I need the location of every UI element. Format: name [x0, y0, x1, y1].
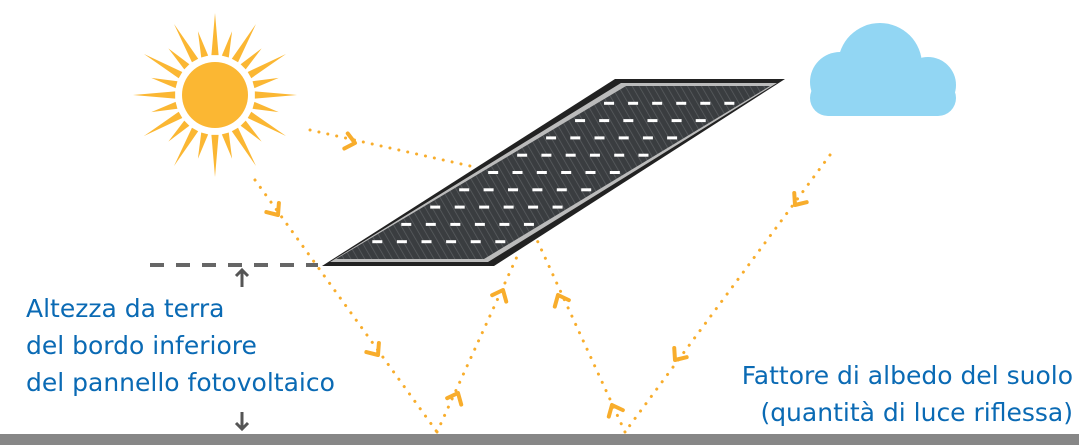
sun-ray [174, 23, 199, 63]
sun-ray [252, 101, 279, 113]
sun-ray [197, 31, 209, 58]
ray-arrow-icon [264, 201, 281, 217]
sun-ray [143, 111, 183, 136]
ray-arrow-icon [445, 391, 464, 407]
light-ray [623, 153, 832, 434]
albedo-label: Fattore di albedo del suolo (quantità di… [742, 357, 1073, 431]
light-ray [535, 238, 627, 434]
sun-ray [221, 31, 233, 58]
sun-ray [254, 91, 297, 99]
sun-ray [151, 101, 178, 113]
panel-height-label-line: Altezza da terra [26, 294, 225, 323]
sun-ray [240, 120, 262, 142]
sun-ray [221, 132, 233, 159]
sun-ray [247, 54, 287, 79]
ray-arrow-icon [792, 191, 809, 207]
ray-arrow-icon [552, 293, 571, 309]
sun-ray [133, 91, 176, 99]
panel-height-label-line: del pannello fotovoltaico [26, 368, 335, 397]
ray-arrow-icon [672, 346, 689, 362]
sun-ray [211, 134, 219, 177]
ray-arrow-icon [364, 341, 381, 357]
light-rays [253, 128, 832, 434]
sun-ray [231, 23, 256, 63]
light-ray [435, 248, 522, 434]
sun-ray [143, 54, 183, 79]
ground [0, 434, 1079, 445]
albedo-label-line: Fattore di albedo del suolo [741, 361, 1073, 390]
ray-arrow-icon [606, 403, 625, 419]
sun-icon [133, 13, 297, 177]
sun-ray [211, 13, 219, 56]
sun-ray [247, 111, 287, 136]
sun-ray [231, 127, 256, 167]
arrow-up-icon [234, 267, 250, 287]
sun-ray [168, 120, 190, 142]
light-ray [308, 128, 472, 168]
ray-arrow-icon [490, 288, 509, 304]
arrow-down-icon [234, 412, 250, 432]
solar-panel-icon [322, 79, 785, 266]
sun-ray [252, 77, 279, 89]
panel-height-label-line: del bordo inferiore [26, 331, 257, 360]
cloud-icon [810, 23, 956, 116]
albedo-label-line: (quantità di luce riflessa) [760, 398, 1073, 427]
sun-ray [151, 77, 178, 89]
sun-core [182, 62, 248, 128]
sun-ray [197, 132, 209, 159]
sun-ray [174, 127, 199, 167]
sun-ray [240, 48, 262, 70]
light-ray [253, 178, 439, 434]
panel-height-label: Altezza da terra del bordo inferiore del… [26, 290, 335, 401]
sun-ray [168, 48, 190, 70]
ray-arrow-icon [342, 131, 357, 151]
